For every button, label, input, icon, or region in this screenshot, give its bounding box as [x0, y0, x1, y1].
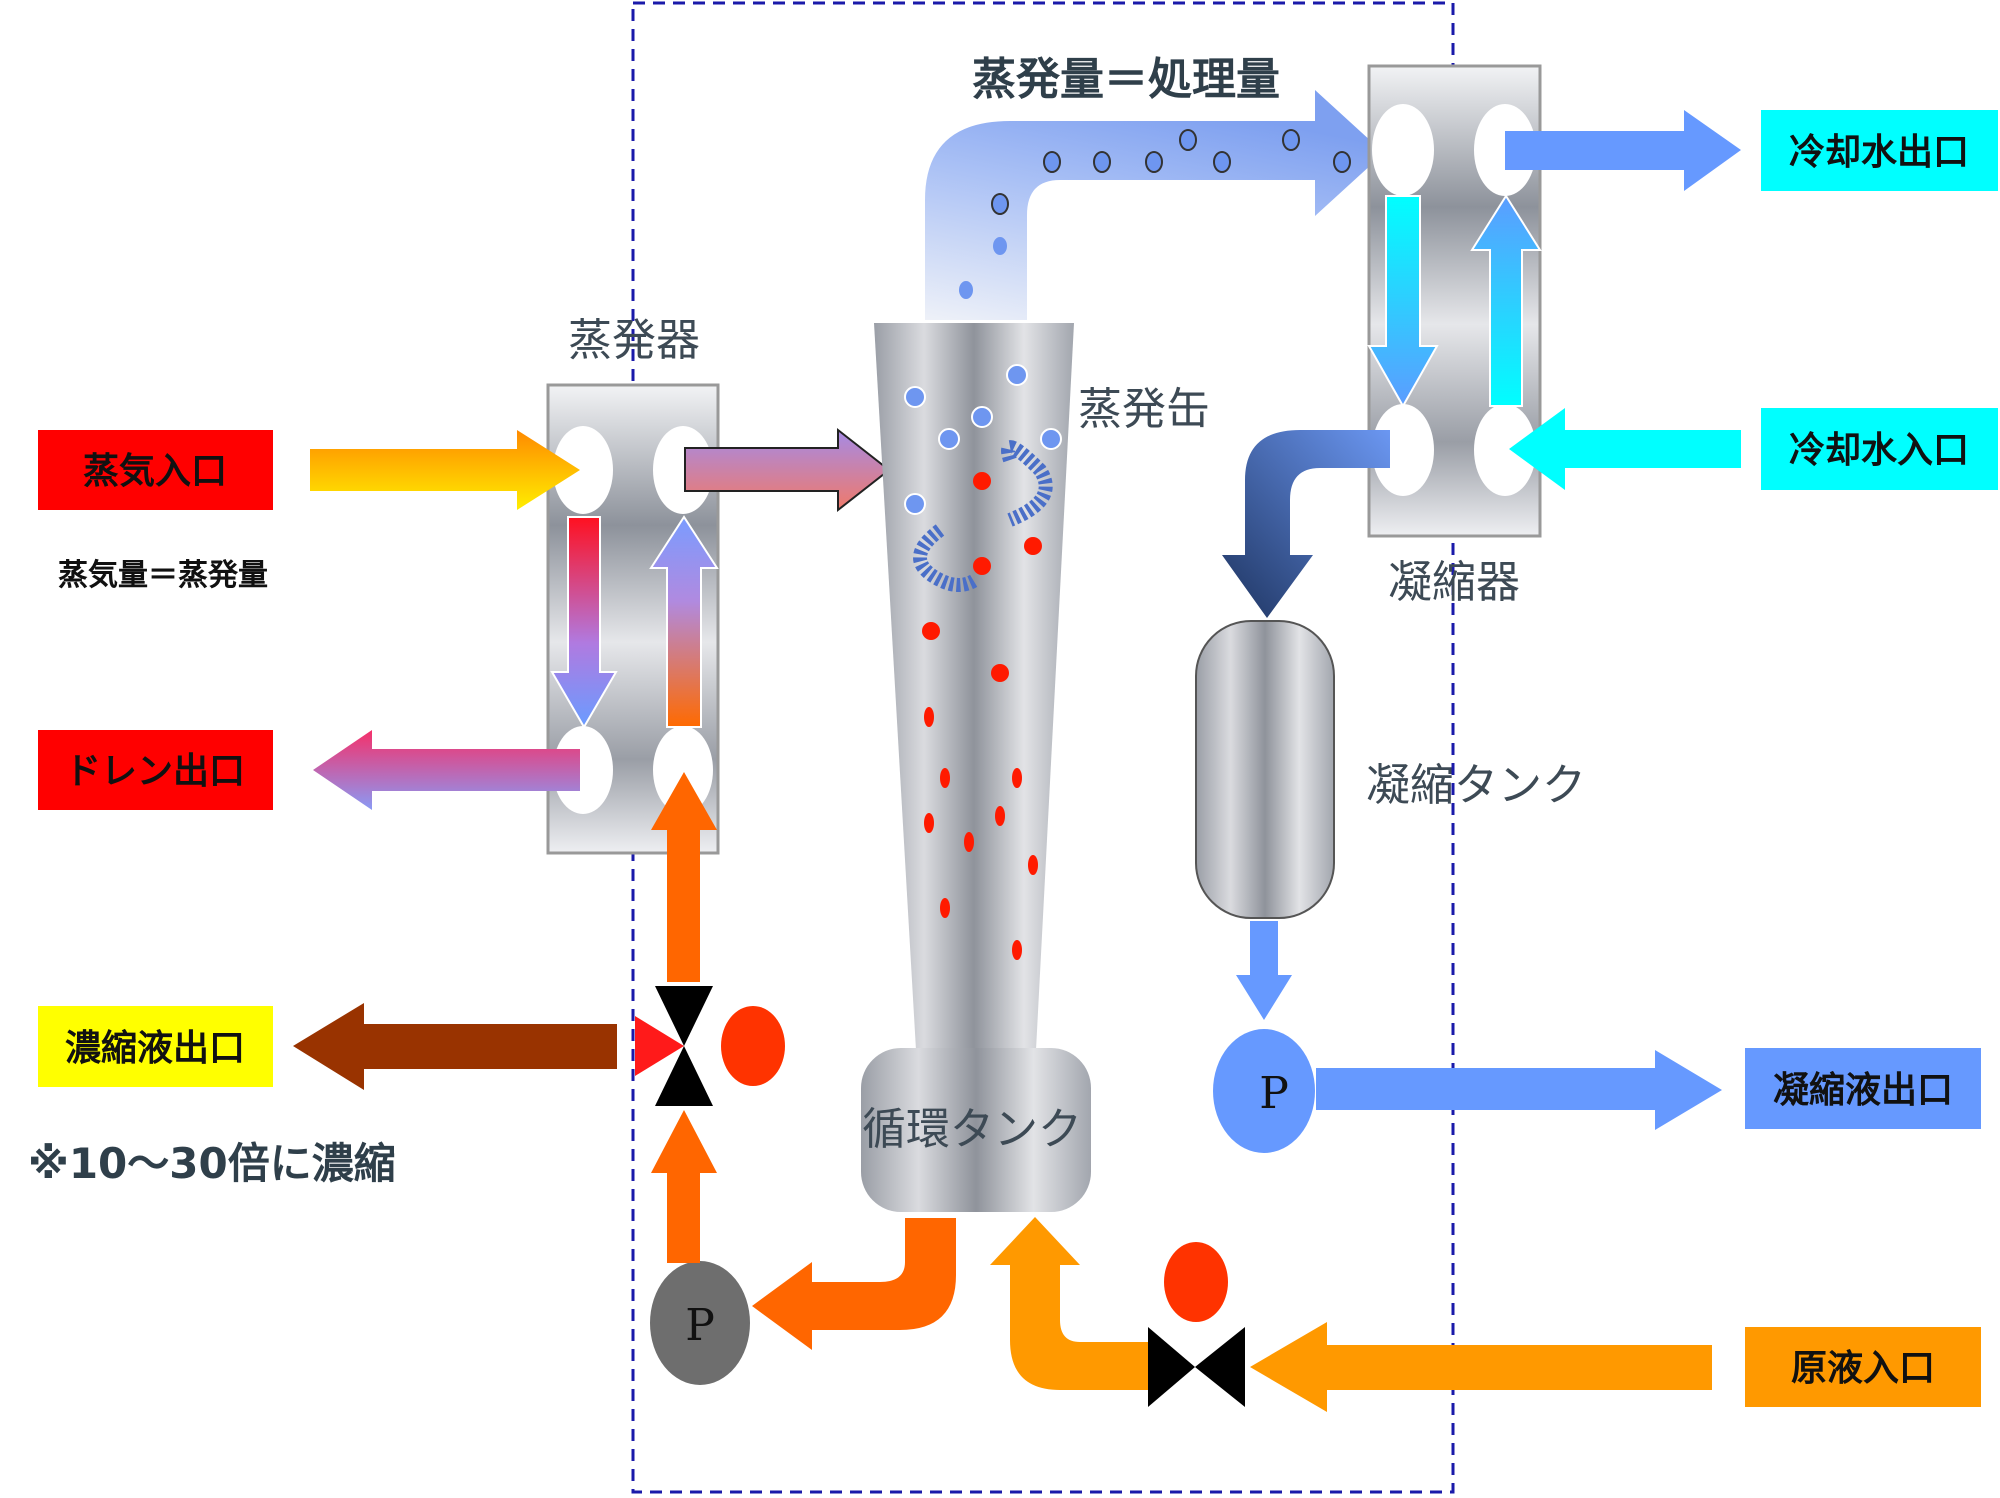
concentrate-outlet-label: 濃縮液出口: [38, 1006, 273, 1087]
circulation-tank: 循環タンク: [861, 1048, 1091, 1212]
evaporation-can: [874, 323, 1074, 1050]
cooling-water-outlet-label: 冷却水出口: [1761, 110, 1998, 191]
condenser-label: 凝縮器: [1388, 557, 1520, 608]
valve-icon[interactable]: [635, 986, 785, 1106]
evaporation-note: 蒸発量＝処理量: [972, 54, 1280, 105]
feed-to-tank-arrow: [990, 1217, 1148, 1390]
steam-inlet-arrow: [310, 430, 580, 510]
condenser: [1367, 64, 1542, 538]
vapor-outlet-pipe: [925, 90, 1384, 320]
steam-note: 蒸気量＝蒸発量: [58, 558, 268, 593]
steam-inlet-label: 蒸気入口: [38, 430, 273, 510]
drain-outlet-label: ドレン出口: [38, 730, 273, 810]
condensate-tank-label: 凝縮タンク: [1366, 760, 1586, 811]
recirculation-arrow-icon: [913, 440, 1053, 592]
feed-label: 原液入口: [1745, 1327, 1981, 1407]
svg-text:冷却水入口: 冷却水入口: [1789, 430, 1969, 471]
condenser-down-arrow: [1367, 195, 1439, 409]
drain-outlet-arrow: [313, 730, 580, 810]
cooling-water-outlet-arrow: [1505, 110, 1741, 191]
svg-text:蒸気入口: 蒸気入口: [83, 451, 227, 492]
evaporator-label: 蒸発器: [568, 315, 700, 366]
svg-text:冷却水出口: 冷却水出口: [1789, 132, 1969, 173]
tank-to-pump-arrow: [1236, 921, 1292, 1020]
pump-icon[interactable]: P: [1213, 1029, 1315, 1153]
condenser-up-arrow: [1470, 194, 1542, 407]
cooling-water-inlet-label: 冷却水入口: [1761, 408, 1998, 490]
system-boundary: [631, 1, 1455, 1494]
svg-text:ドレン出口: ドレン出口: [65, 751, 245, 792]
svg-text:凝縮液出口: 凝縮液出口: [1773, 1070, 1953, 1111]
condensate-outlet-label: 凝縮液出口: [1745, 1048, 1981, 1129]
svg-text:P: P: [1259, 1068, 1289, 1119]
svg-text:原液入口: 原液入口: [1791, 1348, 1935, 1389]
concentration-note: ※10～30倍に濃縮: [28, 1139, 396, 1188]
vapor-bubble-icon: [904, 364, 1062, 515]
pump-icon[interactable]: P: [650, 1261, 750, 1385]
evaporator-up-arrow: [649, 515, 719, 728]
pump-to-valve-arrow: [651, 1110, 717, 1263]
valve-icon[interactable]: [1148, 1242, 1245, 1407]
evaporation-can-label: 蒸発缶: [1078, 384, 1210, 435]
cooling-water-inlet-arrow: [1509, 408, 1741, 490]
droplet-icon: [922, 472, 1042, 960]
condensate-tank: [1195, 620, 1335, 919]
concentrate-outlet-arrow: [293, 1003, 617, 1090]
tank-to-pump-pipe: [752, 1218, 956, 1350]
svg-text:循環タンク: 循環タンク: [862, 1104, 1082, 1155]
evaporator-down-arrow: [550, 516, 618, 729]
evaporator: [546, 383, 720, 855]
feed-inlet-arrow: [1250, 1322, 1712, 1412]
svg-text:P: P: [685, 1300, 715, 1351]
valve-to-evaporator-arrow: [651, 772, 717, 982]
condensate-pipe: [1222, 430, 1390, 618]
condensate-outlet-arrow: [1316, 1050, 1722, 1130]
svg-text:濃縮液出口: 濃縮液出口: [65, 1028, 245, 1069]
vapor-bubbles: [959, 129, 1351, 299]
vapor-to-can-arrow: [684, 427, 891, 513]
